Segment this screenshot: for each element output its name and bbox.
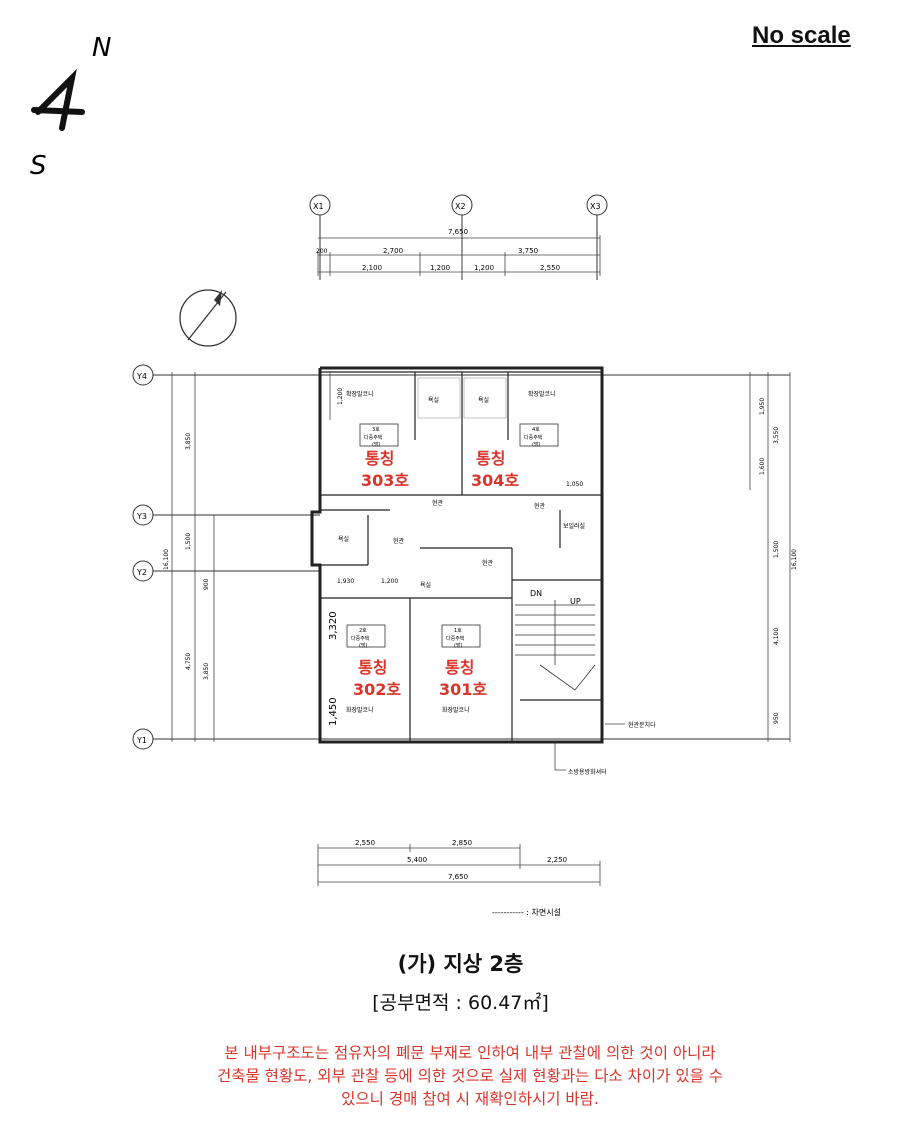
grid-col-3: X3 xyxy=(590,202,601,211)
closet-label-2: 현관 xyxy=(534,502,546,510)
dim-top-1: 200 xyxy=(316,248,328,255)
dim-left-1: 3,850 xyxy=(185,433,192,450)
notice-line-3: 있으니 경매 참여 시 재확인하시기 바람. xyxy=(341,1090,599,1108)
disclaimer-notice: 본 내부구조도는 점유자의 폐문 부재로 인하여 내부 관찰에 의한 것이 아니… xyxy=(120,1042,820,1111)
balcony-top-right: 확장발코니 xyxy=(528,390,556,398)
dim-mid-1: 1,930 xyxy=(337,578,354,585)
legend: ----------- : 차면시설 xyxy=(492,907,561,917)
r302-number: 302호 xyxy=(353,680,401,699)
grid-row-1: Y1 xyxy=(136,736,147,745)
dim-bottom-1: 2,550 xyxy=(355,839,375,847)
r303-sub: 다중주택 xyxy=(364,434,383,441)
dim-right-1: 1,950 xyxy=(759,398,766,415)
dim-left-5: 3,850 xyxy=(203,663,210,680)
dim-inner-3: 1,450 xyxy=(328,697,339,726)
dim-right-4: 1,050 xyxy=(566,481,583,488)
dim-bottom-3: 5,400 xyxy=(407,856,427,864)
notice-line-2: 건축물 현황도, 외부 관찰 등에 의한 것으로 실제 현황과는 다소 차이가 … xyxy=(216,1067,724,1085)
r302-sub: 다중주택 xyxy=(351,635,370,642)
r301-label: 1호 xyxy=(454,628,462,634)
closet-label-1: 현관 xyxy=(432,499,444,507)
dim-right-7: 950 xyxy=(773,712,780,724)
dim-top-5: 1,200 xyxy=(430,264,450,272)
grid-row-2: Y2 xyxy=(136,568,147,577)
compass-south: S xyxy=(30,151,47,181)
r301-name: 통칭 xyxy=(445,658,474,677)
r301-number: 301호 xyxy=(439,680,487,699)
balcony-bottom-left: 화장발코니 xyxy=(346,706,374,714)
dim-inner-1: 1,200 xyxy=(337,388,344,405)
balcony-top-left: 확장발코니 xyxy=(346,390,374,398)
closet-label-3: 현관 xyxy=(393,537,405,545)
bath-label-2: 욕실 xyxy=(478,396,489,404)
r304-label: 4호 xyxy=(532,427,540,433)
r304-name: 통칭 xyxy=(476,449,505,468)
grid-row-4: Y4 xyxy=(136,372,147,381)
dim-bottom-4: 2,250 xyxy=(547,856,567,864)
storage-label: 보일러실 xyxy=(563,522,585,530)
r301-note: (방) xyxy=(454,642,463,649)
floor-title: (가) 지상 2층 xyxy=(397,952,524,976)
dim-right-2: 3,550 xyxy=(773,427,780,444)
dim-top-total: 7,650 xyxy=(448,228,468,236)
dim-top-2: 2,700 xyxy=(383,247,403,255)
balcony-bottom-right: 화장발코니 xyxy=(442,706,470,714)
dim-top-4: 2,100 xyxy=(362,264,382,272)
dim-left-total: 16,100 xyxy=(163,549,170,570)
r303-label: 3호 xyxy=(372,427,380,433)
dim-bottom-total: 7,650 xyxy=(448,873,468,881)
dim-bottom-2: 2,850 xyxy=(452,839,472,847)
bath-label-3: 욕실 xyxy=(338,535,349,543)
r304-sub: 다중주택 xyxy=(524,434,543,441)
dim-right-total: 16,100 xyxy=(791,549,798,570)
dim-top-3: 3,750 xyxy=(518,247,538,255)
stair-up: UP xyxy=(570,597,581,606)
r304-note: (방) xyxy=(532,441,541,448)
grid-col-2: X2 xyxy=(455,202,466,211)
bath-label-1: 욕실 xyxy=(428,396,439,404)
no-scale-label: No scale xyxy=(752,22,851,49)
dim-left-3: 900 xyxy=(203,578,210,590)
r303-number: 303호 xyxy=(361,471,409,490)
r302-note: (방) xyxy=(359,642,368,649)
dim-left-4: 4,750 xyxy=(185,653,192,670)
area-label: [공부면적 : 60.47㎡] xyxy=(372,992,549,1014)
r302-name: 통칭 xyxy=(358,658,387,677)
r303-note: (방) xyxy=(372,441,381,448)
bath-label-4: 욕실 xyxy=(420,581,431,589)
dim-inner-2: 3,320 xyxy=(328,611,339,640)
floor-plan: N S X1 X2 X3 Y4 Y3 Y2 Y1 xyxy=(30,33,798,917)
r302-label: 2호 xyxy=(359,628,367,634)
dim-top-7: 2,550 xyxy=(540,264,560,272)
grid-row-3: Y3 xyxy=(136,512,147,521)
r303-name: 통칭 xyxy=(365,449,394,468)
compass-icon: N S xyxy=(30,33,111,181)
stair-down: DN xyxy=(530,589,542,598)
entrance-door-label: 현관문치다 xyxy=(628,721,656,729)
fire-equipment-label: 소방용방화셔터 xyxy=(568,768,607,776)
compass-north: N xyxy=(92,33,111,63)
north-arrow-icon xyxy=(179,289,237,347)
r301-sub: 다중주택 xyxy=(446,635,465,642)
notice-line-1: 본 내부구조도는 점유자의 폐문 부재로 인하여 내부 관찰에 의한 것이 아니… xyxy=(224,1044,716,1062)
dim-top-6: 1,200 xyxy=(474,264,494,272)
dim-right-5: 1,500 xyxy=(773,541,780,558)
dim-mid-2: 1,200 xyxy=(381,578,398,585)
r304-number: 304호 xyxy=(471,471,519,490)
closet-label-4: 현관 xyxy=(482,559,494,567)
dim-right-6: 4,100 xyxy=(773,628,780,645)
dim-left-2: 1,500 xyxy=(185,533,192,550)
grid-col-1: X1 xyxy=(313,202,324,211)
dim-right-3: 1,600 xyxy=(759,458,766,475)
